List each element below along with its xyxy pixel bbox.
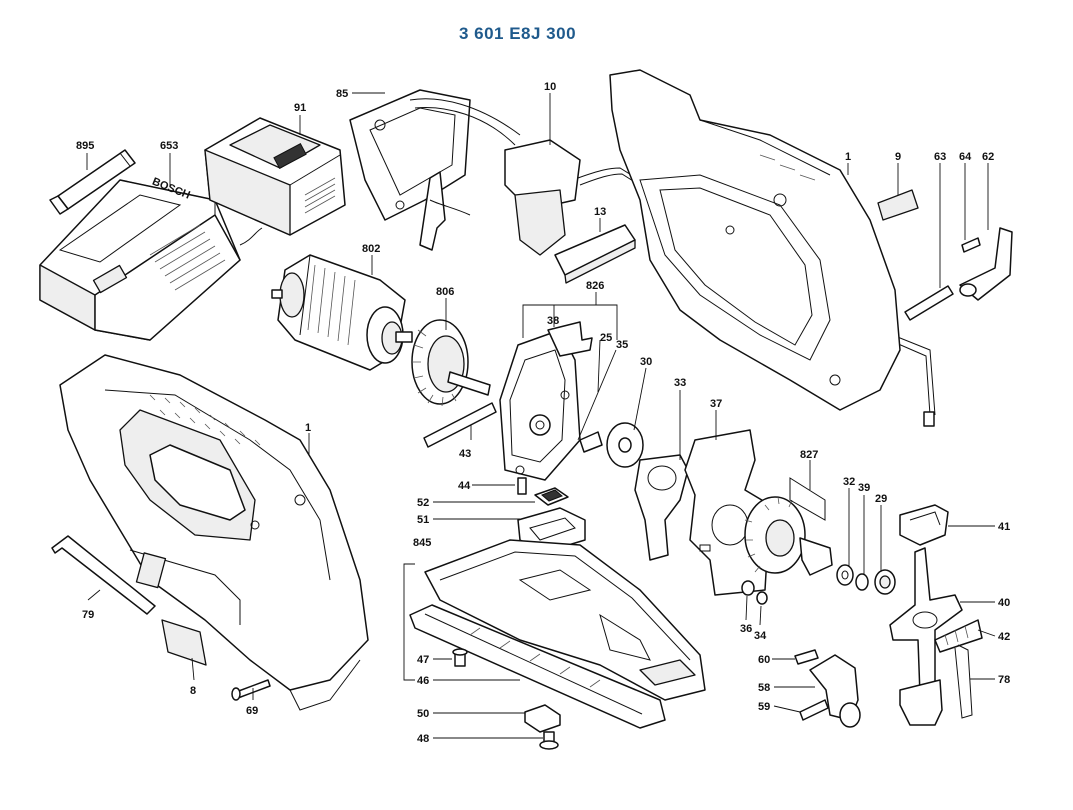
label-34: 34 bbox=[754, 630, 767, 642]
part-roller-bracket-58 bbox=[809, 654, 861, 728]
part-washer-36 bbox=[741, 580, 755, 596]
part-gasket-33 bbox=[634, 454, 689, 561]
part-bevel-gear bbox=[411, 319, 491, 407]
part-gear-housing bbox=[499, 321, 603, 481]
label-78: 78 bbox=[998, 674, 1010, 686]
part-pin-44 bbox=[517, 477, 527, 495]
label-8: 8 bbox=[190, 685, 196, 697]
label-38: 38 bbox=[547, 315, 559, 327]
label-62: 62 bbox=[982, 151, 994, 163]
label-79: 79 bbox=[82, 609, 94, 621]
label-41: 41 bbox=[998, 521, 1010, 533]
part-clip-39 bbox=[855, 573, 869, 591]
label-85: 85 bbox=[336, 88, 348, 100]
part-shoe-46 bbox=[409, 604, 666, 729]
part-block-50 bbox=[524, 704, 561, 733]
label-37: 37 bbox=[710, 398, 722, 410]
part-block-52 bbox=[534, 487, 569, 506]
label-47: 47 bbox=[417, 654, 429, 666]
part-wire-78 bbox=[954, 644, 973, 719]
label-9: 9 bbox=[895, 151, 901, 163]
part-screw-47 bbox=[452, 648, 468, 667]
label-33: 33 bbox=[674, 377, 686, 389]
part-screw-48 bbox=[539, 731, 559, 750]
part-clamp-41 bbox=[899, 504, 949, 546]
part-pin-43 bbox=[423, 402, 497, 448]
label-1-right: 1 bbox=[845, 151, 851, 163]
label-827: 827 bbox=[800, 449, 818, 461]
label-895: 895 bbox=[76, 140, 94, 152]
part-motor bbox=[271, 254, 413, 371]
label-60: 60 bbox=[758, 654, 770, 666]
part-washer-32 bbox=[836, 564, 854, 586]
label-29: 29 bbox=[875, 493, 887, 505]
part-screw-64 bbox=[961, 237, 981, 253]
part-hex-key bbox=[51, 535, 156, 615]
label-30: 30 bbox=[640, 356, 652, 368]
part-label-8 bbox=[161, 619, 207, 666]
label-51: 51 bbox=[417, 514, 429, 526]
part-lever-62 bbox=[959, 227, 1013, 301]
label-48: 48 bbox=[417, 733, 429, 745]
label-39: 39 bbox=[858, 482, 870, 494]
label-46: 46 bbox=[417, 675, 429, 687]
label-52: 52 bbox=[417, 497, 429, 509]
label-69: 69 bbox=[246, 705, 258, 717]
label-35: 35 bbox=[616, 339, 628, 351]
label-826: 826 bbox=[586, 280, 604, 292]
label-36: 36 bbox=[740, 623, 752, 635]
part-gear-827 bbox=[744, 477, 833, 576]
part-plunger-40 bbox=[889, 547, 963, 726]
part-screw-69 bbox=[231, 679, 271, 701]
part-housing-left bbox=[59, 354, 369, 711]
label-44: 44 bbox=[458, 480, 471, 492]
label-25: 25 bbox=[600, 332, 612, 344]
label-58: 58 bbox=[758, 682, 770, 694]
label-43: 43 bbox=[459, 448, 471, 460]
part-spring-42 bbox=[934, 619, 983, 653]
label-91: 91 bbox=[294, 102, 306, 114]
label-64: 64 bbox=[959, 151, 972, 163]
part-switch-harness bbox=[349, 89, 936, 427]
label-13: 13 bbox=[594, 206, 606, 218]
label-806: 806 bbox=[436, 286, 454, 298]
label-32: 32 bbox=[843, 476, 855, 488]
label-845: 845 bbox=[413, 537, 431, 549]
label-59: 59 bbox=[758, 701, 770, 713]
part-grease-tube bbox=[49, 149, 136, 215]
part-pin-59 bbox=[799, 699, 829, 721]
part-housing-right bbox=[609, 69, 901, 411]
label-63: 63 bbox=[934, 151, 946, 163]
label-653: 653 bbox=[160, 140, 178, 152]
label-50: 50 bbox=[417, 708, 429, 720]
diagram-title: 3 601 E8J 300 bbox=[458, 24, 577, 43]
part-battery bbox=[204, 117, 346, 236]
leader-lines bbox=[86, 92, 996, 739]
label-802: 802 bbox=[362, 243, 380, 255]
part-base-plate bbox=[424, 539, 706, 701]
label-10: 10 bbox=[544, 81, 556, 93]
label-1-left: 1 bbox=[305, 422, 311, 434]
label-42: 42 bbox=[998, 631, 1010, 643]
part-label-9 bbox=[877, 189, 919, 221]
part-part-60 bbox=[794, 649, 819, 665]
label-40: 40 bbox=[998, 597, 1010, 609]
part-plate bbox=[554, 224, 636, 284]
callout-labels: 895 653 91 85 10 1 9 63 64 62 802 806 82… bbox=[76, 81, 1010, 745]
part-pin-63 bbox=[904, 285, 954, 321]
part-washer-30 bbox=[606, 422, 644, 468]
part-clip-34 bbox=[756, 591, 768, 605]
part-bearing-29 bbox=[874, 569, 896, 595]
